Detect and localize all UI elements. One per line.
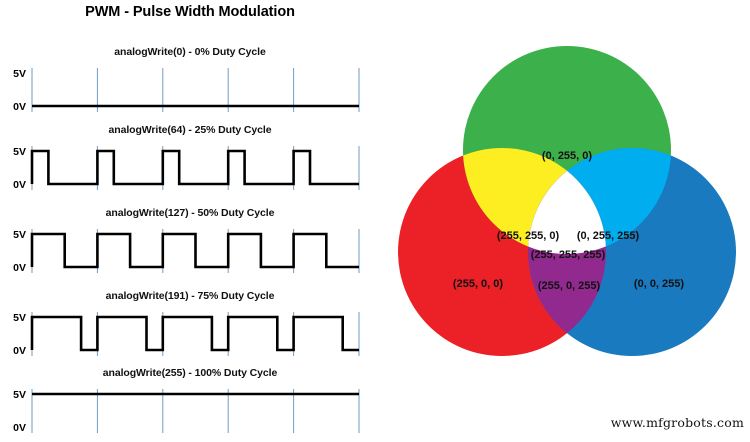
waveform-caption: analogWrite(127) - 50% Duty Cycle: [105, 207, 275, 219]
axis-label-low: 0V: [13, 262, 26, 274]
axis-label-low: 0V: [13, 345, 26, 357]
page-title: PWM - Pulse Width Modulation: [85, 4, 295, 20]
waveform-plot: 5V 0V: [13, 389, 360, 434]
waveform-caption: analogWrite(191) - 75% Duty Cycle: [105, 290, 275, 302]
axis-label-high: 5V: [13, 68, 26, 80]
waveform-plot: 5V 0V: [13, 312, 360, 357]
axis-label-high: 5V: [13, 229, 26, 241]
venn-label-red: (255, 0, 0): [453, 278, 503, 290]
axis-label-low: 0V: [13, 101, 26, 113]
waveform-trace: [30, 232, 359, 269]
axis-label-high: 5V: [13, 389, 26, 401]
watermark: www.mfgrobots.com: [610, 415, 744, 430]
venn-label-cyan: (0, 255, 255): [577, 230, 640, 242]
axis-label-high: 5V: [13, 312, 26, 324]
waveform-caption: analogWrite(64) - 25% Duty Cycle: [108, 124, 272, 136]
venn-label-magenta: (255, 0, 255): [538, 280, 601, 292]
waveform-plot: 5V 0V: [13, 68, 360, 113]
axis-label-low: 0V: [13, 179, 26, 191]
venn-overlap-white: [528, 148, 606, 254]
rgb-venn-diagram: (0, 255, 0) (255, 0, 0) (0, 0, 255) (255…: [392, 46, 742, 392]
waveform-trace: [30, 149, 359, 186]
axis-label-low: 0V: [13, 422, 26, 434]
venn-label-blue: (0, 0, 255): [634, 278, 684, 290]
venn-label-green: (0, 255, 0): [542, 150, 592, 162]
venn-svg: (0, 255, 0) (255, 0, 0) (0, 0, 255) (255…: [398, 46, 736, 356]
venn-label-yellow: (255, 255, 0): [497, 230, 560, 242]
waveform-caption: analogWrite(0) - 0% Duty Cycle: [114, 46, 266, 58]
waveform-plot: 5V 0V: [13, 229, 360, 274]
waveform-caption: analogWrite(255) - 100% Duty Cycle: [102, 367, 278, 379]
axis-label-high: 5V: [13, 146, 26, 158]
waveform-plot: 5V 0V: [13, 146, 360, 191]
waveform-trace: [30, 315, 359, 352]
venn-label-white: (255, 255, 255): [531, 249, 606, 261]
